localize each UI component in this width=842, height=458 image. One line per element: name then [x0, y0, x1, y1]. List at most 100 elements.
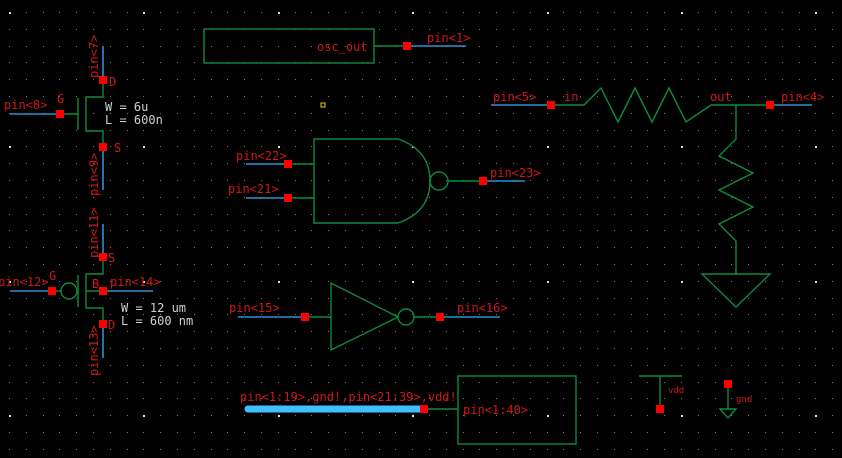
grid-dot: [9, 130, 10, 131]
pin-in[interactable]: [547, 101, 555, 109]
grid-dot: [127, 163, 128, 164]
grid-dot: [76, 46, 77, 47]
pin-output[interactable]: [436, 313, 444, 321]
grid-dot: [782, 79, 783, 80]
pin-gnd[interactable]: [724, 380, 732, 388]
bus-block[interactable]: pin<1:19>,gnd!,pin<21:39>,vdd! pin<1:40>: [240, 375, 577, 445]
grid-dot: [513, 62, 514, 63]
nmos-transistor[interactable]: D S G pin<8> pin<7> pin<9> W = 6u L = 60…: [4, 35, 163, 196]
grid-dot: [362, 432, 363, 433]
grid-dot: [547, 96, 548, 97]
grid-dot: [631, 298, 632, 299]
grid-dot: [765, 247, 766, 248]
pin-input-a[interactable]: [284, 160, 292, 168]
grid-dot: [143, 348, 144, 349]
pin-out[interactable]: [766, 101, 774, 109]
grid-dot: [177, 146, 178, 147]
gnd-symbol[interactable]: gnd: [718, 380, 752, 420]
inverter[interactable]: pin<15> pin<16>: [229, 281, 508, 352]
grid-dot: [479, 281, 480, 282]
grid-dot: [765, 163, 766, 164]
grid-dot: [479, 331, 480, 332]
resistor-vertical[interactable]: [717, 105, 755, 274]
pin-square[interactable]: [403, 42, 411, 50]
terminal-d: D: [109, 75, 116, 89]
grid-dot: [177, 113, 178, 114]
pin-gate[interactable]: [56, 110, 64, 118]
grid-dot: [681, 415, 683, 417]
grid-dot: [395, 247, 396, 248]
grid-dot: [614, 29, 615, 30]
grid-dot: [647, 298, 648, 299]
grid-dot: [278, 331, 279, 332]
grid-dot: [295, 96, 296, 97]
pin-drain[interactable]: [99, 76, 107, 84]
grid-dot: [597, 382, 598, 383]
grid-dot: [328, 432, 329, 433]
grid-dot: [815, 382, 816, 383]
grid-dot: [731, 146, 732, 147]
grid-dot: [227, 247, 228, 248]
pin-gate[interactable]: [48, 287, 56, 295]
grid-dot: [698, 449, 699, 450]
grid-dot: [815, 46, 816, 47]
grid-dot: [715, 415, 716, 416]
grid-dot: [160, 29, 161, 30]
vdd-label: vdd: [668, 386, 684, 396]
pin-source[interactable]: [99, 143, 107, 151]
vdd-symbol[interactable]: vdd: [639, 375, 684, 413]
grid-dot: [832, 12, 833, 13]
grid-dot: [194, 113, 195, 114]
grid-dot: [580, 382, 581, 383]
grid-dot: [479, 29, 480, 30]
bus-block-body[interactable]: [457, 375, 577, 445]
pin-bulk[interactable]: [99, 287, 107, 295]
inverter-body[interactable]: [330, 281, 400, 352]
pin-source[interactable]: [99, 253, 107, 261]
grid-dot: [278, 314, 279, 315]
resistor-network[interactable]: pin<5> in out pin<4>: [491, 86, 824, 308]
grid-dot: [647, 281, 648, 282]
grid-dot: [832, 79, 833, 80]
grid-dot: [715, 449, 716, 450]
resistor-horizontal[interactable]: [551, 86, 770, 124]
pin-vdd[interactable]: [656, 405, 664, 413]
grid-dot: [597, 96, 598, 97]
grid-dot: [278, 146, 280, 148]
grid-dot: [160, 264, 161, 265]
pin-drain[interactable]: [99, 320, 107, 328]
grid-dot: [547, 398, 548, 399]
grid-dot: [110, 230, 111, 231]
pin-output[interactable]: [479, 177, 487, 185]
grid-dot: [362, 197, 363, 198]
grid-dot: [9, 449, 10, 450]
grid-dot: [261, 298, 262, 299]
nand-gate[interactable]: pin<22> pin<21> pin<23>: [228, 138, 541, 224]
osc-block[interactable]: osc_out pin<1>: [203, 28, 470, 64]
grid-dot: [143, 415, 145, 417]
grid-dot: [110, 46, 111, 47]
grid-dot: [765, 432, 766, 433]
grid-dot: [614, 214, 615, 215]
pin-input[interactable]: [301, 313, 309, 321]
pin-bus[interactable]: [420, 405, 428, 413]
grid-dot: [295, 247, 296, 248]
grid-dot: [211, 12, 212, 13]
grid-dot: [715, 247, 716, 248]
grid-dot: [311, 314, 312, 315]
pin-input-b[interactable]: [284, 194, 292, 202]
grid-dot: [496, 146, 497, 147]
grid-dot: [26, 382, 27, 383]
grid-dot: [143, 281, 145, 283]
selection-marker[interactable]: [320, 102, 326, 108]
pmos-transistor[interactable]: S D B G pin<12> pin<14> pin<11> pin<13> …: [0, 207, 193, 376]
grid-dot: [295, 348, 296, 349]
grid-dot: [530, 432, 531, 433]
grid-dot: [580, 264, 581, 265]
grid-dot: [311, 247, 312, 248]
grid-dot: [664, 247, 665, 248]
grid-dot: [463, 331, 464, 332]
grid-dot: [832, 415, 833, 416]
